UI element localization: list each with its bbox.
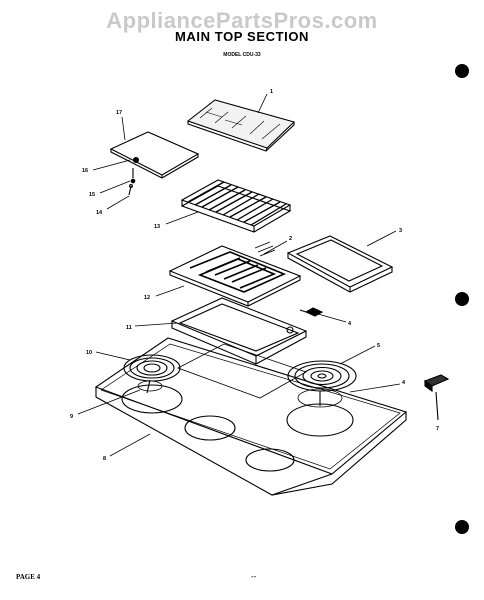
callout-8: 8	[103, 456, 106, 462]
page-number: PAGE 4	[16, 573, 41, 581]
part-grill-grate	[180, 179, 292, 233]
part-switch-clip	[423, 374, 450, 421]
callout-2: 2	[289, 236, 292, 242]
callout-7: 7	[436, 426, 439, 432]
binder-hole-top	[455, 64, 469, 78]
part-grill-element-assembly	[168, 241, 302, 307]
callout-13: 13	[154, 224, 160, 230]
part-plate-cover	[109, 131, 200, 179]
callout-9: 9	[70, 414, 73, 420]
part-grill-cover	[186, 99, 296, 152]
part-surface-element-left	[123, 354, 181, 394]
part-surface-element-right	[287, 360, 357, 408]
footer-mark: --	[251, 572, 257, 581]
callout-14: 14	[96, 210, 103, 216]
binder-hole-middle	[455, 292, 469, 306]
callout-16: 16	[82, 168, 88, 174]
callout-10: 10	[86, 350, 92, 356]
part-screws	[128, 168, 136, 196]
callout-12: 12	[144, 295, 150, 301]
model-label: MODEL CDU-33	[223, 52, 261, 58]
callout-4-terminal: 4	[348, 321, 352, 327]
callout-15: 15	[89, 192, 95, 198]
part-grill-well	[170, 297, 308, 365]
callout-5: 5	[377, 343, 380, 349]
page-title: MAIN TOP SECTION	[174, 29, 310, 44]
callout-1: 1	[270, 89, 273, 95]
part-cooktop	[94, 337, 408, 496]
watermark: AppliancePartsPros.com	[106, 8, 378, 33]
callout-3: 3	[399, 228, 402, 234]
callout-17: 17	[116, 110, 122, 116]
part-terminal-block	[299, 307, 324, 317]
callout-4-element: 4	[402, 380, 406, 386]
callout-11: 11	[126, 325, 132, 331]
part-drip-tray	[286, 235, 394, 293]
binder-hole-bottom	[455, 520, 469, 534]
